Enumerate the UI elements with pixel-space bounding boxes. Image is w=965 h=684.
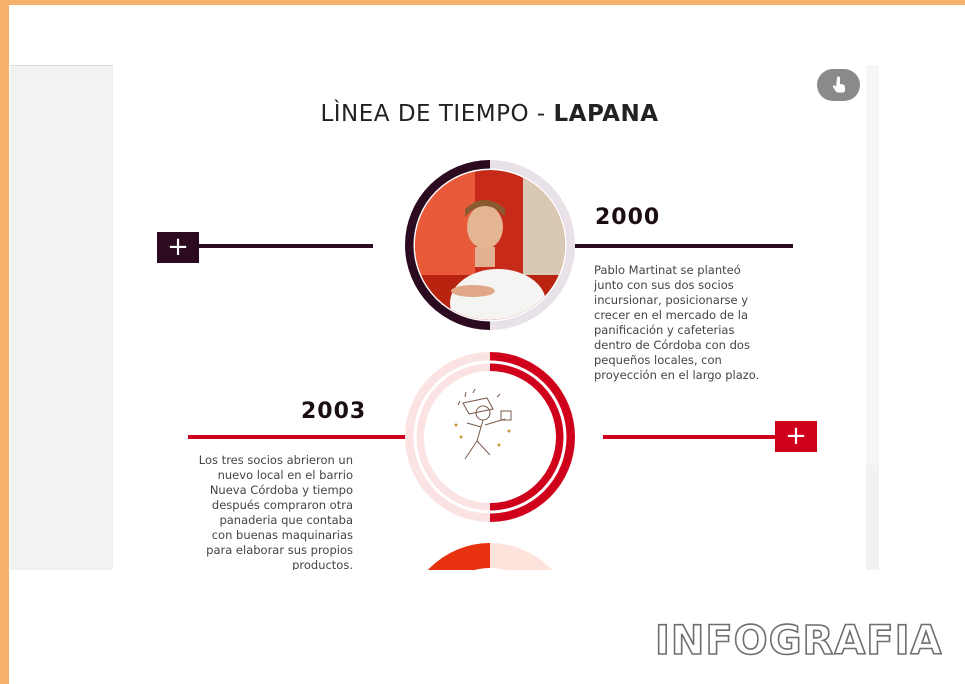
frame-top-border <box>0 0 965 5</box>
title-bold-text: LAPANA <box>553 101 659 127</box>
description-line: Nueva Córdoba y tiempo <box>209 483 353 497</box>
description-line: pequeños locales, con <box>594 353 722 367</box>
timeline-graphics <box>188 160 793 570</box>
description-line: nuevo local en el barrio <box>217 468 353 482</box>
description-2000: Pablo Martinat se planteó junto con sus … <box>594 263 814 383</box>
description-line: con buenas maquinarias <box>211 528 353 542</box>
description-line: crecer en el mercado de la <box>594 308 748 322</box>
description-line: productos. <box>292 558 353 570</box>
timeline-title: LÌNEA DE TIEMPO - LAPANA <box>113 101 866 127</box>
description-line: después compraron otra <box>211 498 353 512</box>
touch-interaction-button[interactable] <box>817 69 860 101</box>
title-light-text: LÌNEA DE TIEMPO - <box>320 101 554 127</box>
description-line: proyección en el largo plazo. <box>594 368 760 382</box>
description-line: Pablo Martinat se planteó <box>594 263 741 277</box>
description-line: junto con sus dos socios <box>594 278 734 292</box>
description-line: Los tres socios abrieron un <box>198 453 353 467</box>
timeline-node-next <box>427 543 553 570</box>
expand-button-2000[interactable]: + <box>157 232 199 263</box>
description-2003: Los tres socios abrieron un nuevo local … <box>143 453 353 570</box>
description-line: incursionar, posicionarse y <box>594 293 749 307</box>
expand-button-2003[interactable]: + <box>775 421 817 452</box>
timeline-infographic[interactable]: LÌNEA DE TIEMPO - LAPANA + 2000 Pablo Ma… <box>113 65 866 570</box>
description-line: para elaborar sus propios <box>206 543 353 557</box>
frame-left-border <box>0 0 9 684</box>
founder-photo <box>415 170 565 320</box>
baker-running-icon <box>454 388 512 460</box>
year-label-2003: 2003 <box>301 399 367 424</box>
infografia-label: INFOGRAFIA <box>654 617 943 665</box>
timeline-node-2003 <box>188 352 775 522</box>
description-line: panaderia que contaba <box>219 513 353 527</box>
year-label-2000: 2000 <box>595 205 661 230</box>
right-gutter <box>866 65 879 465</box>
hand-pointer-icon <box>832 76 845 93</box>
timeline-node-2000 <box>198 160 793 330</box>
description-line: panificación y cafeterias <box>594 323 735 337</box>
description-line: dentro de Córdoba con dos <box>594 338 750 352</box>
